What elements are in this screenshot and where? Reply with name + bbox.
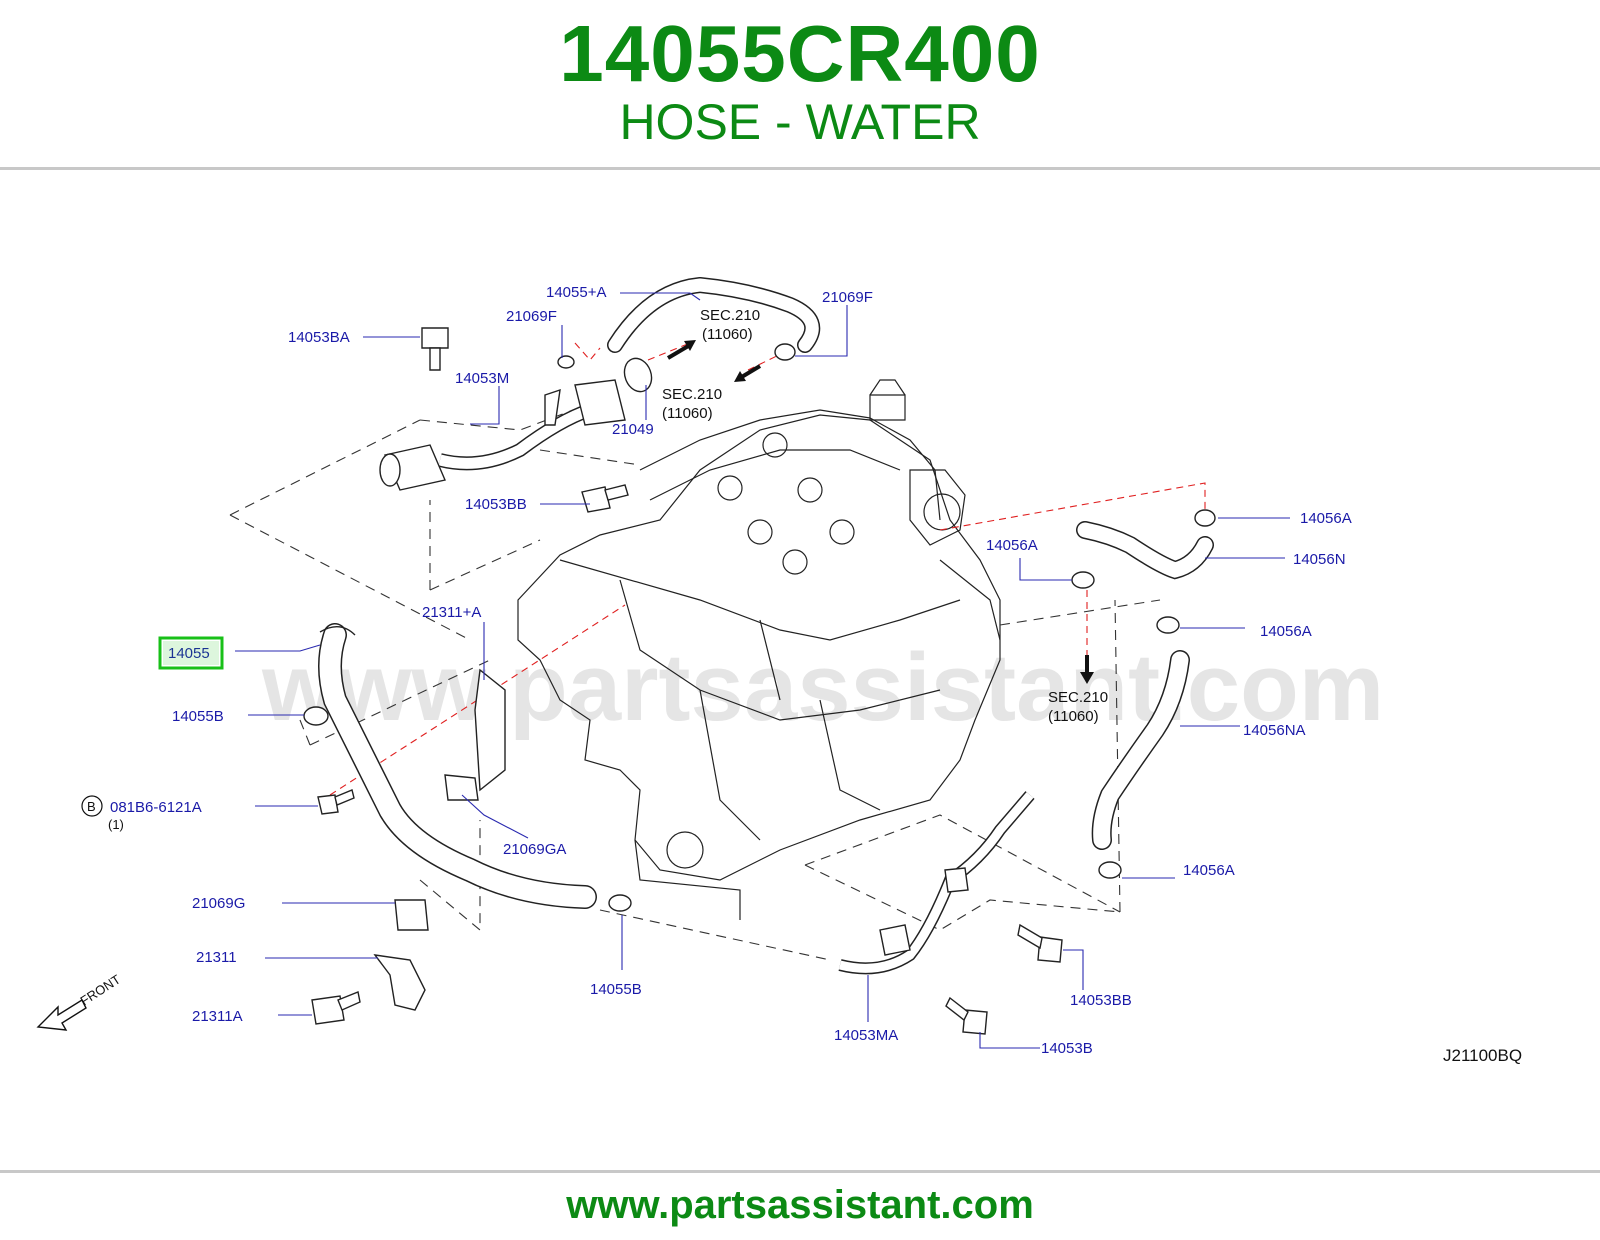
part-number-title: 14055CR400 [559,9,1041,98]
label-14056a-top-right[interactable]: 14056A [1300,510,1352,527]
bolt-marker-letter: B [87,799,96,814]
part-14055-plus-a-hose[interactable] [607,276,821,353]
hose-clamps[interactable] [303,343,1216,931]
front-indicator: FRONT [36,972,123,1031]
connection-lines [329,342,1206,796]
front-label: FRONT [77,972,123,1009]
sec-ref-1-title: SEC.210 [700,307,760,324]
label-14056a-mid[interactable]: 14056A [986,537,1038,554]
part-14056n-hose[interactable] [1076,521,1214,580]
part-14053ma-pipe[interactable] [838,791,1035,975]
label-21069g[interactable]: 21069G [192,895,245,912]
part-14055-hose[interactable] [318,623,597,909]
bracket-21311-plus-a[interactable] [474,668,506,792]
flow-arrows [666,340,1094,684]
label-14053ba[interactable]: 14053BA [288,329,350,346]
label-21311-plus-a[interactable]: 21311+A [422,604,481,621]
label-14053m[interactable]: 14053M [455,370,509,387]
label-081b6-6121a[interactable]: 081B6-6121A [110,799,202,816]
bolt-marker: B (1) [81,795,124,832]
leader-lines [235,292,1290,1049]
label-14056a-bottom[interactable]: 14056A [1183,862,1235,879]
label-14053ma[interactable]: 14053MA [834,1027,898,1044]
sec-ref-3-code: (11060) [1048,708,1099,725]
section-references: SEC.210 (11060) SEC.210 (11060) SEC.210 … [662,307,1108,725]
part-21049-o-ring[interactable] [620,355,656,396]
label-21049[interactable]: 21049 [612,421,654,438]
bracket-21311[interactable] [373,954,426,1011]
part-labels[interactable]: 14055+A 21069F 21069F 14053BA 14053M 210… [110,284,1352,1057]
label-14053bb-bottom[interactable]: 14053BB [1070,992,1132,1009]
label-21069f-left[interactable]: 21069F [506,308,557,325]
highlight-fill [163,641,219,665]
label-21069f-right[interactable]: 21069F [822,289,873,306]
footer-divider [0,1170,1600,1173]
label-14056a-right[interactable]: 14056A [1260,623,1312,640]
sec-ref-3-title: SEC.210 [1048,689,1108,706]
label-14056n[interactable]: 14056N [1293,551,1346,568]
part-14053m-pipe[interactable] [379,379,626,491]
watermark: www.partsassistant.com [261,634,1384,741]
label-21311[interactable]: 21311 [196,949,237,966]
label-14053bb-top[interactable]: 14053BB [465,496,527,513]
sec-ref-2-code: (11060) [662,405,713,422]
sec-ref-1-code: (11060) [702,326,753,343]
part-14056na-hose[interactable] [1091,650,1190,850]
sec-ref-2-title: SEC.210 [662,386,722,403]
footer-url[interactable]: www.partsassistant.com [566,1183,1034,1227]
part-name-subtitle: HOSE - WATER [619,94,981,150]
label-21311a[interactable]: 21311A [192,1008,243,1025]
engine-block [517,379,1001,920]
bolt-quantity: (1) [108,817,124,832]
front-arrow-icon [36,998,87,1031]
label-14055b-left[interactable]: 14055B [172,708,224,725]
label-14055-plus-a[interactable]: 14055+A [546,284,606,301]
label-14055b-bottom[interactable]: 14055B [590,981,642,998]
label-14053b[interactable]: 14053B [1041,1040,1093,1057]
label-14056na[interactable]: 14056NA [1243,722,1306,739]
drawing-code: J21100BQ [1443,1046,1522,1065]
header-divider [0,167,1600,170]
bolts[interactable] [311,327,1063,1035]
label-21069ga[interactable]: 21069GA [503,841,566,858]
highlight-box [158,636,224,670]
label-14055[interactable]: 14055 [168,645,210,662]
